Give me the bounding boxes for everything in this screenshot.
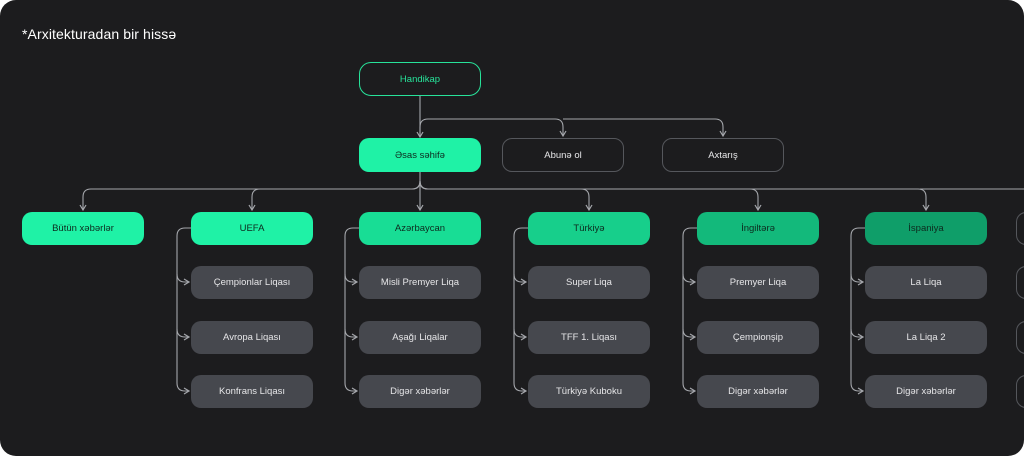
connector-to-axtaris xyxy=(563,118,727,138)
connector-to-child xyxy=(513,328,528,341)
connector-bracket xyxy=(682,227,697,395)
category-node: İngiltərə xyxy=(697,212,819,245)
node-cut-off-child xyxy=(1016,375,1024,408)
child-node: Aşağı Liqalar xyxy=(359,321,481,354)
connector-to-abune xyxy=(419,118,567,138)
connector-to-child xyxy=(682,273,697,286)
connector-to-category xyxy=(419,180,593,212)
category-node: İspaniya xyxy=(865,212,987,245)
child-node: La Liqa 2 xyxy=(865,321,987,354)
node-cut-off xyxy=(1016,212,1024,245)
diagram-title: *Arxitekturadan bir hissə xyxy=(22,26,177,42)
child-node: La Liqa xyxy=(865,266,987,299)
connector-to-child xyxy=(513,273,528,286)
child-node: Digər xəbərlər xyxy=(865,375,987,408)
connector-bracket xyxy=(344,227,359,395)
child-node: Digər xəbərlər xyxy=(359,375,481,408)
child-node: TFF 1. Liqası xyxy=(528,321,650,354)
child-node: Konfrans Liqası xyxy=(191,375,313,408)
category-node: UEFA xyxy=(191,212,313,245)
node-cut-off-child xyxy=(1016,321,1024,354)
child-node: Çempionşip xyxy=(697,321,819,354)
child-node: Digər xəbərlər xyxy=(697,375,819,408)
node-axtaris: Axtarış xyxy=(662,138,784,172)
category-node: Azərbaycan xyxy=(359,212,481,245)
connector-to-category xyxy=(248,180,421,212)
child-node: Super Liqa xyxy=(528,266,650,299)
connector-to-category xyxy=(419,180,930,212)
node-cut-off-child xyxy=(1016,266,1024,299)
node-abune-ol: Abunə ol xyxy=(502,138,624,172)
connector-to-child xyxy=(176,328,191,341)
connector-to-child xyxy=(344,328,359,341)
connector-bracket xyxy=(513,227,528,395)
child-node: Çempionlar Liqası xyxy=(191,266,313,299)
category-node: Bütün xəbərlər xyxy=(22,212,144,245)
child-node: Avropa Liqası xyxy=(191,321,313,354)
connector-to-child xyxy=(344,273,359,286)
category-node: Türkiyə xyxy=(528,212,650,245)
child-node: Türkiyə Kuboku xyxy=(528,375,650,408)
child-node: Premyer Liqa xyxy=(697,266,819,299)
connector-bracket xyxy=(176,227,191,395)
connector-to-child xyxy=(176,273,191,286)
child-node: Misli Premyer Liqa xyxy=(359,266,481,299)
node-esas-sehife: Əsas səhifə xyxy=(359,138,481,172)
node-handikap: Handikap xyxy=(359,62,481,96)
connector-to-child xyxy=(850,273,865,286)
connector-to-child xyxy=(850,328,865,341)
connector-bracket xyxy=(850,227,865,395)
connector-to-child xyxy=(682,328,697,341)
